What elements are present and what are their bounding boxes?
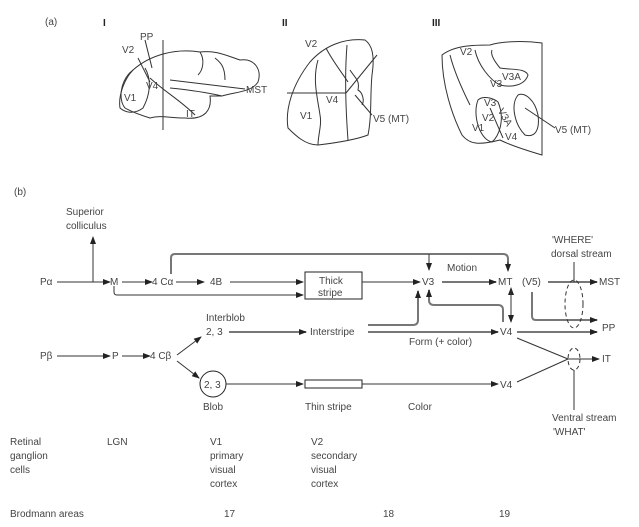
panel-a-label: (a) xyxy=(45,17,57,28)
node-it: IT xyxy=(602,354,611,365)
bypass-line xyxy=(170,253,509,274)
brain-view-2: II V2 V4 V1 V5 (MT) xyxy=(282,18,409,146)
label-v1: V1 xyxy=(300,111,313,122)
col-v1-2: primary xyxy=(210,451,243,462)
brain-view-1: I PP V2 V4 V1 IT MST xyxy=(103,18,267,130)
node-4b: 4B xyxy=(210,277,223,288)
node-pp: PP xyxy=(602,323,616,334)
label-v5: V5 (MT) xyxy=(555,125,591,136)
v1-region xyxy=(119,67,150,113)
label-mst: MST xyxy=(246,85,267,96)
brodmann-18: 18 xyxy=(383,509,395,520)
node-4c-beta: 4 Cβ xyxy=(150,351,172,362)
label-v1: V1 xyxy=(472,123,485,134)
node-v4-lower: V4 xyxy=(500,380,513,391)
col-v1-4: cortex xyxy=(210,479,237,490)
thick-stripe-line2: stripe xyxy=(318,288,343,299)
label-blob: Blob xyxy=(203,402,223,413)
col-v2-2: secondary xyxy=(311,451,357,462)
superior-colliculus-line2: colliculus xyxy=(66,221,107,232)
thick-stripe-line1: Thick xyxy=(319,276,344,287)
view-1-numeral: I xyxy=(103,18,106,29)
col-retinal-1: Retinal xyxy=(10,437,41,448)
label-v4: V4 xyxy=(146,81,159,92)
col-v2-1: V2 xyxy=(311,437,324,448)
col-retinal-3: cells xyxy=(10,465,30,476)
brain-view-3: III V2 V3A V3 V3 V2 V3A V1 V4 V5 (MT) xyxy=(432,18,591,156)
node-v5: (V5) xyxy=(522,277,541,288)
label-v5: V5 (MT) xyxy=(373,114,409,125)
view-2-numeral: II xyxy=(282,18,288,29)
col-lgn: LGN xyxy=(107,437,128,448)
col-v2-4: cortex xyxy=(311,479,338,490)
label-color: Color xyxy=(408,402,433,413)
node-v4-upper: V4 xyxy=(500,327,513,338)
dorsal-stream-ellipse xyxy=(564,279,584,329)
where-line1: 'WHERE' xyxy=(552,235,593,246)
view-3-numeral: III xyxy=(432,18,441,29)
label-v3a: V3A xyxy=(502,72,521,83)
col-v2-3: visual xyxy=(311,465,337,476)
panel-b-label: (b) xyxy=(14,187,26,198)
superior-colliculus-line1: Superior xyxy=(66,207,104,218)
ventral-line1: Ventral stream xyxy=(552,413,616,424)
ventral-stream-ellipse xyxy=(567,347,581,371)
node-v3: V3 xyxy=(422,277,435,288)
col-retinal-2: ganglion xyxy=(10,451,48,462)
interblob-line1: Interblob xyxy=(206,313,245,324)
brodmann-label: Brodmann areas xyxy=(10,509,84,520)
label-v4: V4 xyxy=(505,132,518,143)
label-v2: V2 xyxy=(305,39,318,50)
arrow-v4-v3 xyxy=(426,289,504,322)
ventral-line2: 'WHAT' xyxy=(553,427,586,438)
arrow-4cbeta-blob xyxy=(176,360,200,379)
brain-outline-3 xyxy=(441,41,543,156)
arrow-interstripe-v3 xyxy=(368,290,421,326)
brodmann-19: 19 xyxy=(499,509,511,520)
col-v1-1: V1 xyxy=(210,437,223,448)
node-p-alpha: Pα xyxy=(40,277,53,288)
brodmann-17: 17 xyxy=(224,509,236,520)
blob-number: 2, 3 xyxy=(204,380,221,391)
label-form: Form (+ color) xyxy=(409,337,472,348)
label-v2: V2 xyxy=(460,47,473,58)
arrow-m-thick xyxy=(113,286,304,298)
label-v1: V1 xyxy=(124,93,137,104)
label-it: IT xyxy=(186,109,195,120)
label-pp: PP xyxy=(140,32,154,43)
label-v3-lower: V3 xyxy=(484,98,497,109)
node-mt: MT xyxy=(498,277,512,288)
node-m: M xyxy=(110,277,118,288)
node-interstripe: Interstripe xyxy=(310,327,355,338)
pathway-arrows xyxy=(57,236,600,410)
col-v1-3: visual xyxy=(210,465,236,476)
node-p: P xyxy=(112,351,119,362)
thick-stripe-box xyxy=(304,271,363,300)
node-mst: MST xyxy=(599,277,620,288)
where-line2: dorsal stream xyxy=(551,249,612,260)
label-v2-lower: V2 xyxy=(482,113,495,124)
thin-stripe-box xyxy=(304,379,363,389)
label-v3: V3 xyxy=(490,79,503,90)
node-p-beta: Pβ xyxy=(40,351,53,362)
node-4c-alpha: 4 Cα xyxy=(152,277,174,288)
interblob-line2: 2, 3 xyxy=(206,327,223,338)
arrow-4cbeta-interblob xyxy=(176,336,202,356)
arrow-v5-pp xyxy=(531,292,598,323)
label-thin-stripe: Thin stripe xyxy=(305,402,352,413)
brain-outline-2 xyxy=(286,39,374,146)
label-motion: Motion xyxy=(447,263,477,274)
label-v4: V4 xyxy=(326,95,339,106)
label-v2: V2 xyxy=(122,45,135,56)
